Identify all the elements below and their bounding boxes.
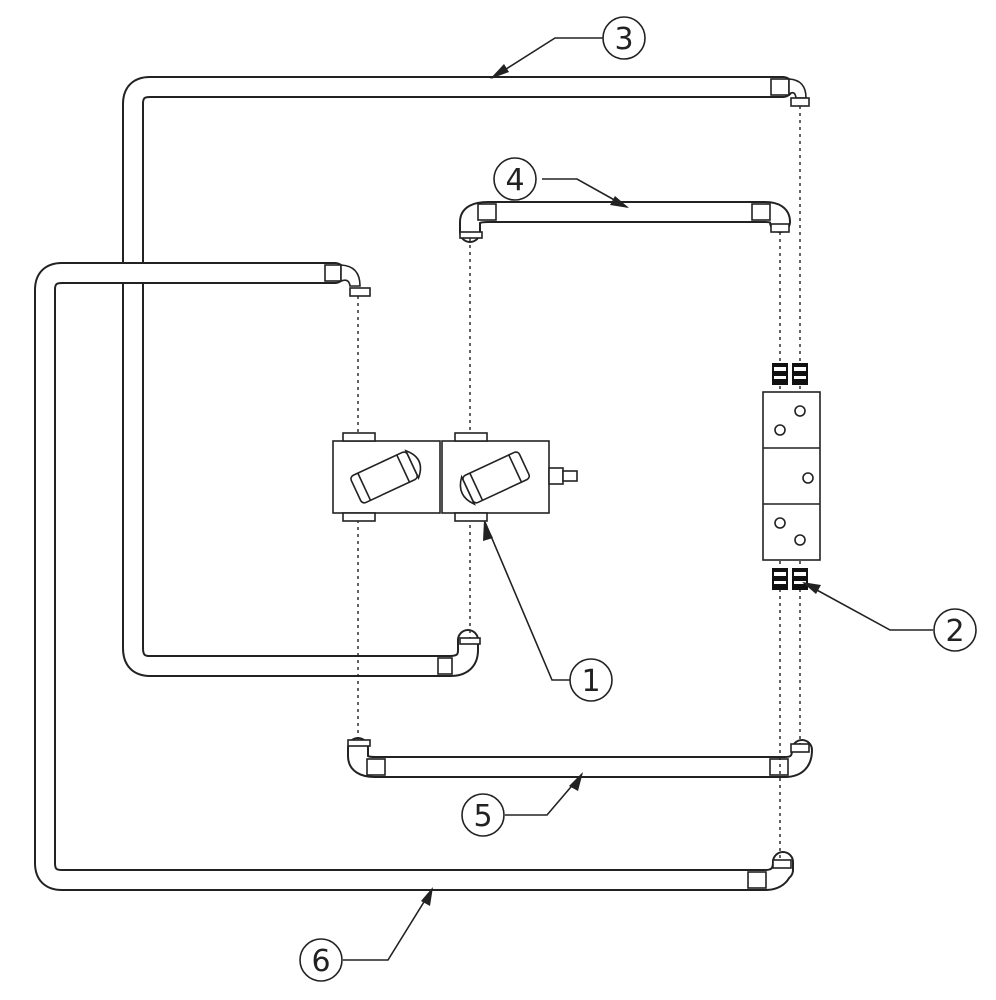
callout-3-label: 3 <box>614 22 633 57</box>
callout-4-label: 4 <box>505 163 524 198</box>
callout-5-label: 5 <box>473 799 492 834</box>
hose-5 <box>347 737 813 778</box>
callout-3: 3 <box>602 16 646 60</box>
hose-6 <box>34 262 794 891</box>
callout-2-label: 2 <box>945 614 964 649</box>
valve-block <box>762 363 821 590</box>
callout-5: 5 <box>461 793 505 837</box>
pump-assembly <box>332 432 578 522</box>
callout-leaders <box>343 37 933 961</box>
hose-3 <box>122 76 810 677</box>
callout-1: 1 <box>569 658 613 702</box>
callout-1-label: 1 <box>581 664 600 699</box>
hose-4 <box>459 201 791 243</box>
callout-4: 4 <box>493 157 537 201</box>
callout-2: 2 <box>933 608 977 652</box>
callout-6: 6 <box>299 938 343 982</box>
callout-6-label: 6 <box>311 944 330 979</box>
